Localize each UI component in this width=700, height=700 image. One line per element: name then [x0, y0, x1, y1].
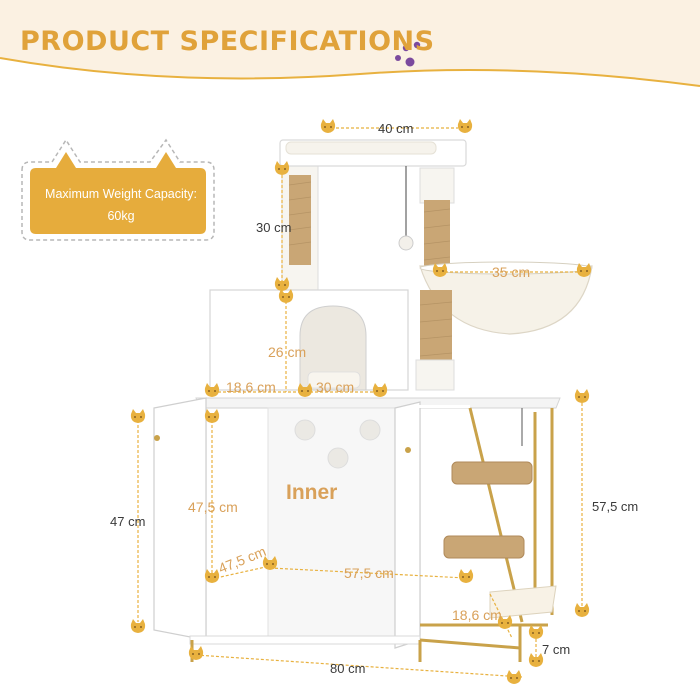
capacity-badge: [21, 138, 215, 241]
dim-inner-height: 47,5 cm: [188, 499, 238, 515]
inner-hole-1: [294, 419, 316, 441]
gold-frame: [190, 407, 554, 662]
header-banner-edge: [0, 57, 700, 87]
capacity-value: 60kg: [107, 209, 135, 223]
side-step-pad: [489, 585, 557, 619]
capacity-label: Maximum Weight Capacity:: [45, 187, 197, 201]
toy-ball: [398, 235, 414, 251]
paw-dots-icon: [395, 41, 421, 67]
inner-label: Inner: [286, 481, 338, 504]
dim-cabinet-height: 47 cm: [110, 514, 146, 529]
dim-leg-height: 7 cm: [542, 642, 571, 657]
dim-post-height: 30 cm: [256, 220, 292, 235]
dim-side-height: 57,5 cm: [592, 499, 639, 514]
left-door: [153, 397, 207, 641]
dim-top-width: 40 cm: [378, 121, 414, 136]
dim-condo-height: 26 cm: [268, 344, 307, 360]
dim-side-depth: 18,6 cm: [452, 607, 502, 623]
inner-hole-3: [327, 447, 349, 469]
scratch-log-lower: [443, 535, 525, 559]
dimension-lines: [137, 127, 584, 678]
left-post-rope: [289, 175, 311, 265]
page-title: PRODUCT SPECIFICATIONS: [20, 26, 435, 57]
condo-opening: [299, 305, 367, 391]
dim-total-width: 80 cm: [330, 661, 366, 676]
header-banner: [0, 0, 700, 86]
dim-hammock-width: 35 cm: [492, 264, 531, 280]
inner-hole-2: [359, 419, 381, 441]
dim-inner-width: 57,5 cm: [344, 565, 394, 581]
dim-condo-depth: 18,6 cm: [226, 379, 276, 395]
cat-tree-illustration: [153, 139, 593, 662]
scratch-log-upper: [451, 461, 533, 485]
right-door: [394, 401, 421, 649]
cabinet-top: [195, 397, 561, 409]
dim-condo-width: 30 cm: [316, 379, 355, 395]
